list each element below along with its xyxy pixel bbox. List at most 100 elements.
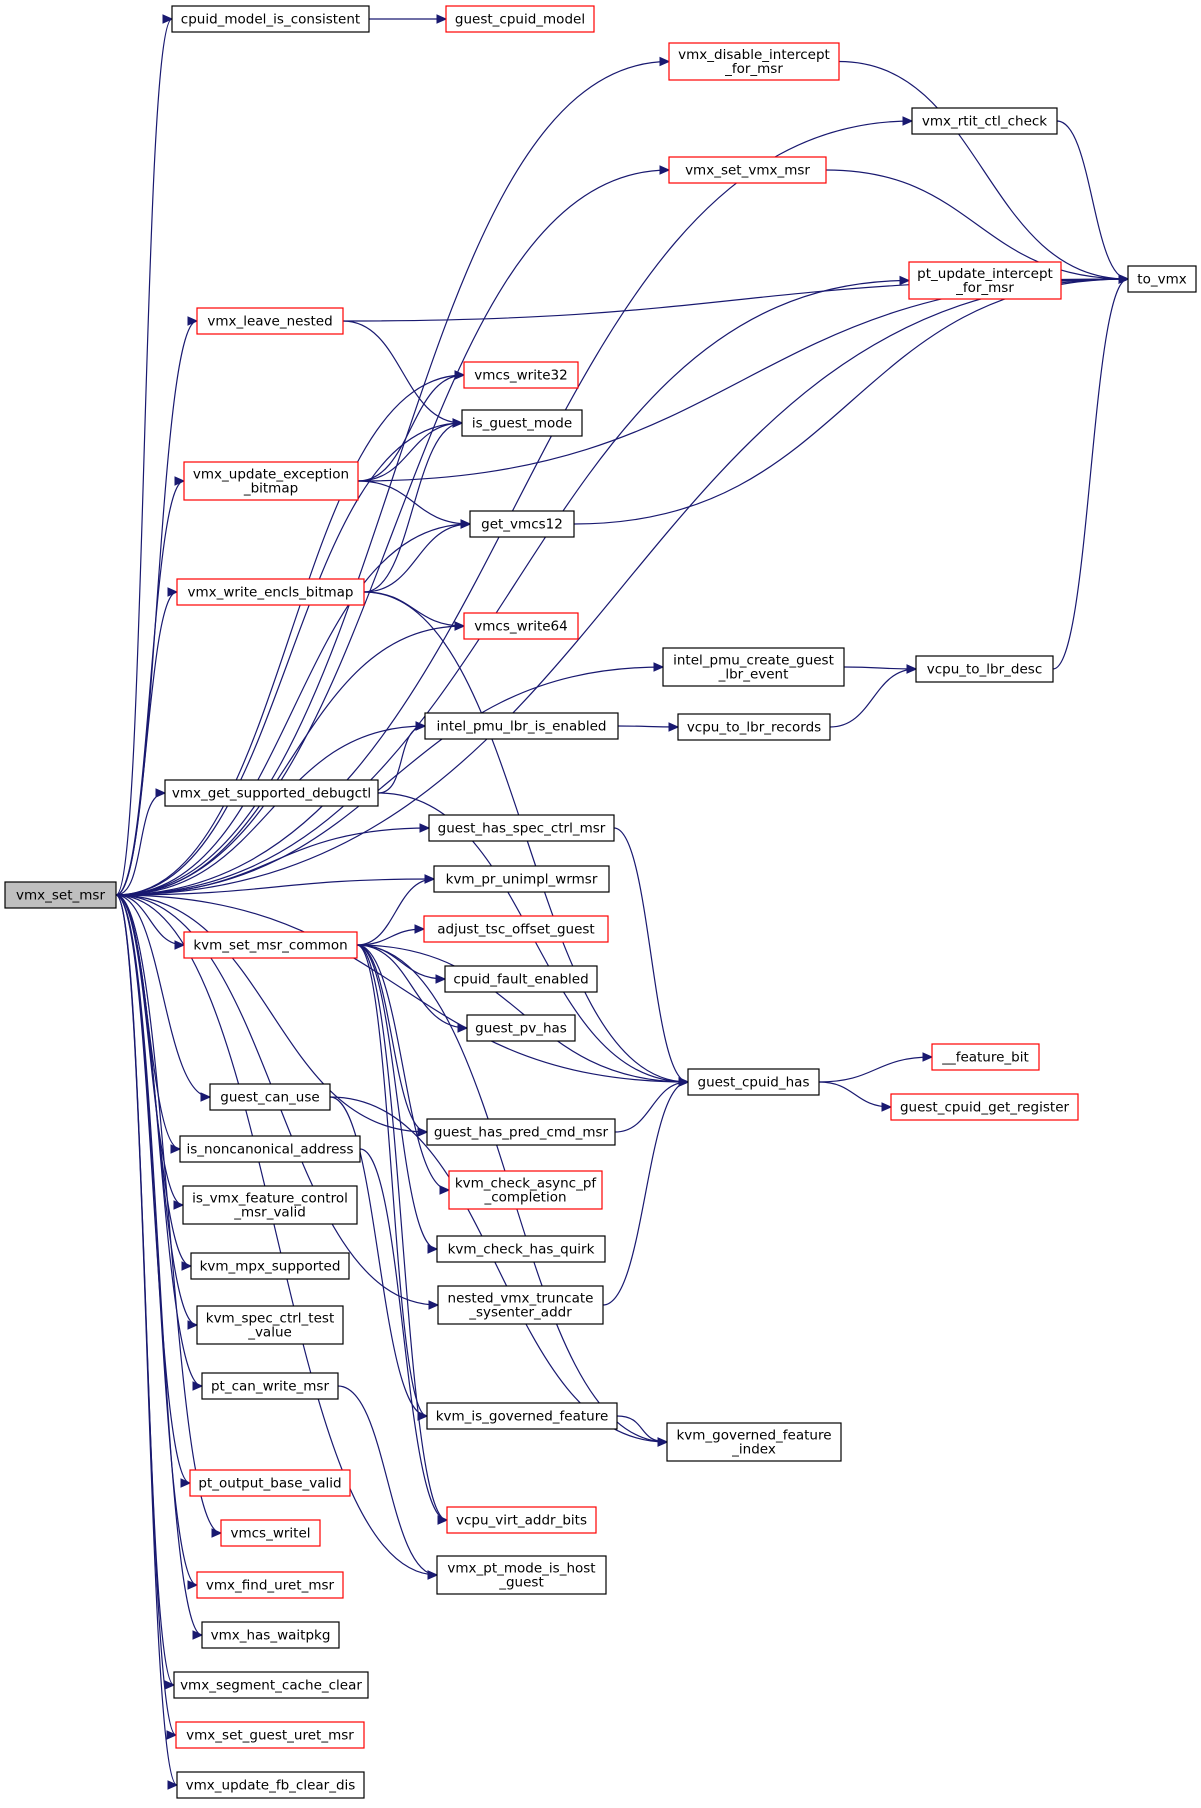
node-box[interactable] bbox=[189, 1469, 351, 1497]
node-box[interactable] bbox=[461, 409, 583, 437]
node-box[interactable] bbox=[677, 713, 831, 741]
node-pt_output_base_valid[interactable]: pt_output_base_valid bbox=[189, 1469, 351, 1497]
node-vmcs_writel[interactable]: vmcs_writel bbox=[220, 1519, 321, 1547]
node-vmx_has_waitpkg[interactable]: vmx_has_waitpkg bbox=[201, 1621, 340, 1649]
node-guest_has_pred_cmd_msr[interactable]: guest_has_pred_cmd_msr bbox=[426, 1118, 616, 1146]
node-vmx_rtit_ctl_check[interactable]: vmx_rtit_ctl_check bbox=[911, 107, 1058, 135]
node-kvm_check_has_quirk[interactable]: kvm_check_has_quirk bbox=[436, 1235, 606, 1263]
node-box[interactable] bbox=[668, 156, 827, 184]
node-box[interactable] bbox=[171, 5, 370, 33]
node-box[interactable] bbox=[176, 578, 365, 606]
node-vmx_update_exception_bitmap[interactable]: vmx_update_exception_bitmap bbox=[183, 461, 359, 501]
node-box[interactable] bbox=[190, 1252, 350, 1280]
node-box[interactable] bbox=[428, 814, 615, 842]
node-guest_can_use[interactable]: guest_can_use bbox=[209, 1083, 331, 1111]
node-vmx_set_vmx_msr[interactable]: vmx_set_vmx_msr bbox=[668, 156, 827, 184]
node-box[interactable] bbox=[433, 865, 610, 893]
node-feature_bit[interactable]: __feature_bit bbox=[931, 1043, 1040, 1071]
node-vcpu_virt_addr_bits[interactable]: vcpu_virt_addr_bits bbox=[446, 1506, 597, 1534]
node-box[interactable] bbox=[469, 510, 575, 538]
node-box[interactable] bbox=[196, 307, 344, 335]
node-box[interactable] bbox=[183, 461, 359, 501]
node-box[interactable] bbox=[466, 1014, 576, 1042]
node-is_guest_mode[interactable]: is_guest_mode bbox=[461, 409, 583, 437]
node-kvm_mpx_supported[interactable]: kvm_mpx_supported bbox=[190, 1252, 350, 1280]
node-box[interactable] bbox=[436, 1235, 606, 1263]
node-box[interactable] bbox=[164, 779, 379, 807]
node-box[interactable] bbox=[196, 1305, 344, 1345]
node-box[interactable] bbox=[446, 1506, 597, 1534]
node-kvm_governed_feature_index[interactable]: kvm_governed_feature_index bbox=[666, 1422, 842, 1462]
node-box[interactable] bbox=[908, 261, 1062, 300]
node-box[interactable] bbox=[666, 1422, 842, 1462]
node-kvm_set_msr_common[interactable]: kvm_set_msr_common bbox=[183, 931, 358, 959]
node-box[interactable] bbox=[436, 1555, 607, 1595]
node-box[interactable] bbox=[173, 1671, 369, 1699]
node-guest_cpuid_model[interactable]: guest_cpuid_model bbox=[445, 5, 595, 33]
node-vmx_set_guest_uret_msr[interactable]: vmx_set_guest_uret_msr bbox=[175, 1721, 365, 1749]
node-vmx_segment_cache_clear[interactable]: vmx_segment_cache_clear bbox=[173, 1671, 369, 1699]
node-to_vmx[interactable]: to_vmx bbox=[1127, 265, 1197, 293]
node-cpuid_fault_enabled[interactable]: cpuid_fault_enabled bbox=[444, 965, 598, 993]
node-box[interactable] bbox=[196, 1571, 344, 1599]
node-get_vmcs12[interactable]: get_vmcs12 bbox=[469, 510, 575, 538]
node-box[interactable] bbox=[687, 1068, 820, 1096]
node-vmcs_write64[interactable]: vmcs_write64 bbox=[463, 612, 579, 640]
node-vmx_disable_intercept_for_msr[interactable]: vmx_disable_intercept_for_msr bbox=[668, 42, 840, 81]
node-box[interactable] bbox=[448, 1170, 603, 1210]
node-adjust_tsc_offset_guest[interactable]: adjust_tsc_offset_guest bbox=[423, 915, 609, 943]
node-box[interactable] bbox=[463, 361, 579, 389]
node-box[interactable] bbox=[662, 647, 845, 687]
node-vmx_write_encls_bitmap[interactable]: vmx_write_encls_bitmap bbox=[176, 578, 365, 606]
node-box[interactable] bbox=[201, 1621, 340, 1649]
node-box[interactable] bbox=[183, 931, 358, 959]
node-guest_cpuid_has[interactable]: guest_cpuid_has bbox=[687, 1068, 820, 1096]
node-box[interactable] bbox=[182, 1185, 358, 1225]
node-intel_pmu_create_guest_lbr_event[interactable]: intel_pmu_create_guest_lbr_event bbox=[662, 647, 845, 687]
node-nested_vmx_truncate_sysenter_addr[interactable]: nested_vmx_truncate_sysenter_addr bbox=[437, 1285, 604, 1325]
node-box[interactable] bbox=[175, 1721, 365, 1749]
node-box[interactable] bbox=[423, 915, 609, 943]
node-box[interactable] bbox=[209, 1083, 331, 1111]
node-vcpu_to_lbr_records[interactable]: vcpu_to_lbr_records bbox=[677, 713, 831, 741]
node-box[interactable] bbox=[4, 881, 117, 909]
node-box[interactable] bbox=[426, 1402, 618, 1430]
node-kvm_spec_ctrl_test_value[interactable]: kvm_spec_ctrl_test_value bbox=[196, 1305, 344, 1345]
node-box[interactable] bbox=[437, 1285, 604, 1325]
node-guest_has_spec_ctrl_msr[interactable]: guest_has_spec_ctrl_msr bbox=[428, 814, 615, 842]
node-box[interactable] bbox=[444, 965, 598, 993]
node-vmx_get_supported_debugctl[interactable]: vmx_get_supported_debugctl bbox=[164, 779, 379, 807]
node-box[interactable] bbox=[426, 1118, 616, 1146]
node-box[interactable] bbox=[931, 1043, 1040, 1071]
node-kvm_pr_unimpl_wrmsr[interactable]: kvm_pr_unimpl_wrmsr bbox=[433, 865, 610, 893]
node-box[interactable] bbox=[1127, 265, 1197, 293]
node-vmx_update_fb_clear_dis[interactable]: vmx_update_fb_clear_dis bbox=[176, 1771, 365, 1799]
node-intel_pmu_lbr_is_enabled[interactable]: intel_pmu_lbr_is_enabled bbox=[424, 712, 619, 740]
node-box[interactable] bbox=[915, 655, 1054, 683]
node-vmx_leave_nested[interactable]: vmx_leave_nested bbox=[196, 307, 344, 335]
node-is_noncanonical_address[interactable]: is_noncanonical_address bbox=[179, 1135, 361, 1163]
node-pt_can_write_msr[interactable]: pt_can_write_msr bbox=[201, 1372, 339, 1400]
node-is_vmx_feature_control_msr_valid[interactable]: is_vmx_feature_control_msr_valid bbox=[182, 1185, 358, 1225]
node-box[interactable] bbox=[220, 1519, 321, 1547]
node-vcpu_to_lbr_desc[interactable]: vcpu_to_lbr_desc bbox=[915, 655, 1054, 683]
node-box[interactable] bbox=[201, 1372, 339, 1400]
node-box[interactable] bbox=[176, 1771, 365, 1799]
node-box[interactable] bbox=[445, 5, 595, 33]
node-vmx_find_uret_msr[interactable]: vmx_find_uret_msr bbox=[196, 1571, 344, 1599]
node-guest_pv_has[interactable]: guest_pv_has bbox=[466, 1014, 576, 1042]
node-cpuid_model_is_consistent[interactable]: cpuid_model_is_consistent bbox=[171, 5, 370, 33]
node-box[interactable] bbox=[668, 42, 840, 81]
node-pt_update_intercept_for_msr[interactable]: pt_update_intercept_for_msr bbox=[908, 261, 1062, 300]
node-box[interactable] bbox=[890, 1093, 1079, 1121]
node-kvm_is_governed_feature[interactable]: kvm_is_governed_feature bbox=[426, 1402, 618, 1430]
node-vmx_set_msr[interactable]: vmx_set_msr bbox=[4, 881, 117, 909]
node-box[interactable] bbox=[424, 712, 619, 740]
node-vmx_pt_mode_is_host_guest[interactable]: vmx_pt_mode_is_host_guest bbox=[436, 1555, 607, 1595]
node-box[interactable] bbox=[179, 1135, 361, 1163]
node-box[interactable] bbox=[911, 107, 1058, 135]
node-kvm_check_async_pf_completion[interactable]: kvm_check_async_pf_completion bbox=[448, 1170, 603, 1210]
node-vmcs_write32[interactable]: vmcs_write32 bbox=[463, 361, 579, 389]
node-guest_cpuid_get_register[interactable]: guest_cpuid_get_register bbox=[890, 1093, 1079, 1121]
node-box[interactable] bbox=[463, 612, 579, 640]
